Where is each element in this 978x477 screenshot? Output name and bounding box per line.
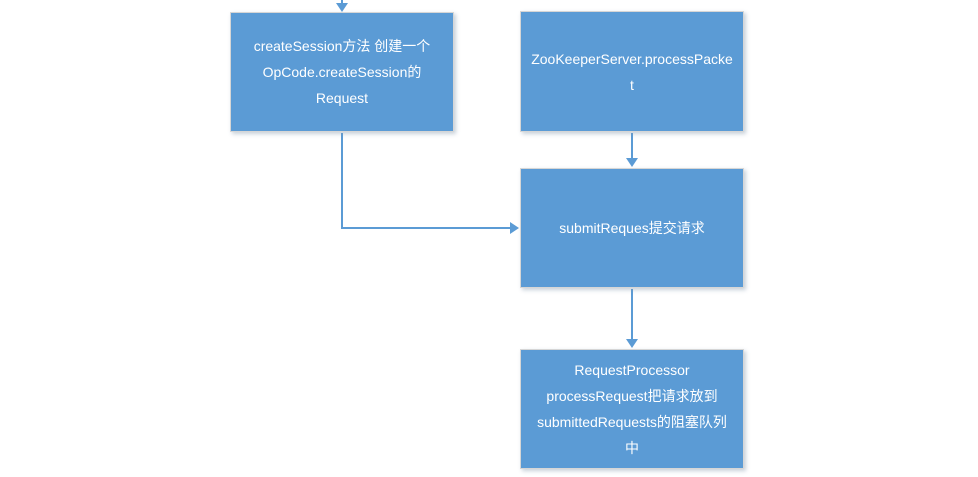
arrowhead-down-icon — [626, 339, 638, 348]
arrowhead-down-icon — [336, 3, 348, 12]
node-label: createSession方法 创建一个 OpCode.createSessio… — [253, 38, 431, 106]
connector-createsession-to-submitrequest-vertical — [341, 133, 343, 228]
node-label: RequestProcessor processRequest把请求放到 sub… — [537, 362, 727, 456]
node-label: submitReques提交请求 — [559, 220, 705, 236]
arrowhead-down-icon — [626, 158, 638, 167]
flowchart-node-submit-request[interactable]: submitReques提交请求 — [520, 168, 744, 288]
arrowhead-right-icon — [510, 222, 519, 234]
node-label: ZooKeeperServer.processPacke t — [531, 50, 733, 93]
flowchart-node-create-session[interactable]: createSession方法 创建一个 OpCode.createSessio… — [230, 12, 454, 132]
flowchart-node-process-packet[interactable]: ZooKeeperServer.processPacke t — [520, 11, 744, 132]
connector-submitrequest-to-requestprocessor — [631, 289, 633, 340]
connector-createsession-to-submitrequest-horizontal — [341, 227, 511, 229]
connector-incoming-top-line — [341, 0, 343, 4]
flowchart-node-request-processor[interactable]: RequestProcessor processRequest把请求放到 sub… — [520, 349, 744, 469]
connector-processpacket-to-submitrequest — [631, 133, 633, 159]
